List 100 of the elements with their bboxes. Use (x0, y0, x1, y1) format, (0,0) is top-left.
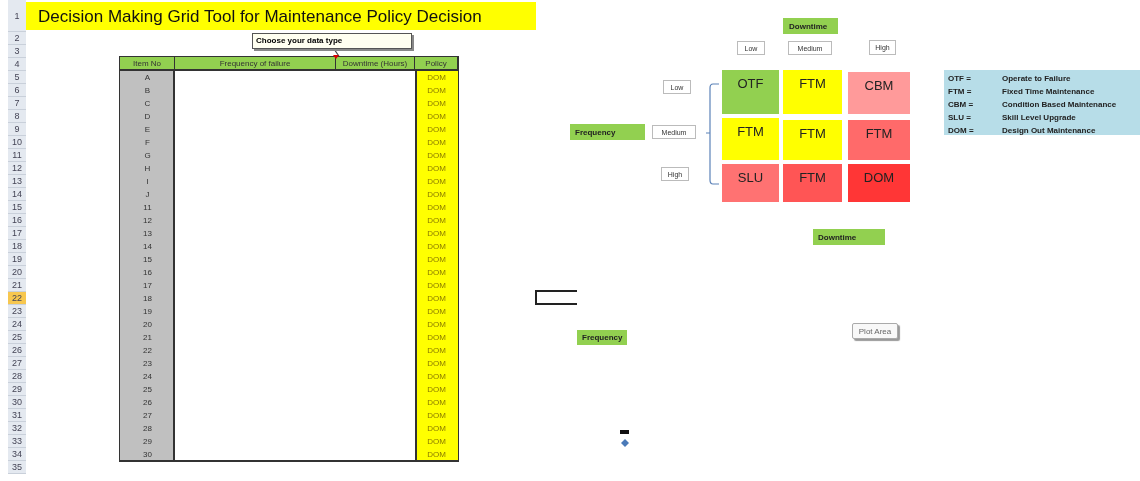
item-cell-text: 15 (142, 254, 153, 266)
policy-cell-text: DOM (426, 306, 447, 318)
item-cell-text: 11 (142, 202, 153, 214)
row-number: 24 (8, 318, 26, 331)
item-cell-text: F (144, 137, 151, 149)
row-number: 22 (8, 292, 26, 305)
item-cell-text: 25 (142, 384, 153, 396)
item-cell-text: D (143, 111, 152, 123)
comment-indicator (333, 55, 339, 59)
policy-cell-text: DOM (426, 449, 447, 461)
row-number: 7 (8, 97, 26, 110)
policy-cell-text: DOM (426, 111, 447, 123)
row-number: 34 (8, 448, 26, 461)
item-cell-text: 18 (142, 293, 153, 305)
policy-cell-text: DOM (426, 85, 447, 97)
row-number: 28 (8, 370, 26, 383)
item-cell-text: C (143, 98, 152, 110)
item-cell-text: I (145, 176, 150, 188)
row-number: 20 (8, 266, 26, 279)
row-number: 4 (8, 58, 26, 71)
key-description: Condition Based Maintenance (1002, 99, 1118, 111)
row-number: 5 (8, 71, 26, 84)
policy-cell-text: DOM (426, 228, 447, 240)
item-cell-text: 27 (142, 410, 153, 422)
item-cell-text: H (143, 163, 152, 175)
policy-cell-text: DOM (426, 423, 447, 435)
policy-cell-text: DOM (426, 98, 447, 110)
grid-cell: FTM (783, 70, 842, 114)
policy-cell-text: DOM (426, 215, 447, 227)
policy-cell-text: DOM (426, 267, 447, 279)
grid-cell: FTM (848, 120, 910, 160)
policy-cell-text: DOM (426, 319, 447, 331)
item-cell-text: 12 (142, 215, 153, 227)
row-number: 33 (8, 435, 26, 448)
row-number: 25 (8, 331, 26, 344)
policy-cell-text: DOM (426, 137, 447, 149)
key-description: Design Out Maintenance (1002, 125, 1097, 137)
policy-cell-text: DOM (426, 241, 447, 253)
item-cell-text: G (143, 150, 152, 162)
policy-cell-text: DOM (426, 293, 447, 305)
key-code: CBM = (948, 99, 975, 111)
item-cell-text: 28 (142, 423, 153, 435)
row-number: 2 (8, 32, 26, 45)
row-number: 23 (8, 305, 26, 318)
grid-cell: FTM (783, 120, 842, 160)
row-number: 12 (8, 162, 26, 175)
row-number: 6 (8, 84, 26, 97)
key-description: Skill Level Upgrade (1002, 112, 1077, 124)
row-number: 10 (8, 136, 26, 149)
policy-cell-text: DOM (426, 280, 447, 292)
row-number: 14 (8, 188, 26, 201)
axis-title-box: Frequency (570, 124, 645, 140)
column-header: Downtime (Hours) (336, 57, 415, 71)
grid-cell: FTM (722, 118, 779, 160)
title: Decision Making Grid Tool for Maintenance Policy Decision (26, 2, 536, 30)
row-number: 18 (8, 240, 26, 253)
row-number: 16 (8, 214, 26, 227)
item-cell-text: A (143, 72, 152, 84)
grid-cell: SLU (722, 164, 779, 202)
policy-cell-text: DOM (426, 436, 447, 448)
policy-cell-text: DOM (426, 358, 447, 370)
policy-cell-text: DOM (426, 332, 447, 344)
row-number: 29 (8, 383, 26, 396)
item-cell-text: E (143, 124, 152, 136)
row-number: 35 (8, 461, 26, 474)
item-cell-text: 20 (142, 319, 153, 331)
policy-cell-text: DOM (426, 189, 447, 201)
item-cell-text: B (143, 85, 152, 97)
row-number: 3 (8, 45, 26, 58)
callout-box: Choose your data type (252, 33, 412, 49)
policy-cell-text: DOM (426, 345, 447, 357)
item-cell-text: 16 (142, 267, 153, 279)
key-code: DOM = (948, 125, 975, 137)
policy-cell-text: DOM (426, 371, 447, 383)
grid-cell: OTF (722, 70, 779, 114)
row-number: 19 (8, 253, 26, 266)
key-box (944, 70, 1140, 135)
policy-cell-text: DOM (426, 163, 447, 175)
axis-title-box: Downtime (813, 229, 885, 245)
item-cell-text: J (144, 189, 151, 201)
item-cell-text: 19 (142, 306, 153, 318)
row-number: 13 (8, 175, 26, 188)
row-number: 8 (8, 110, 26, 123)
grid-cell: DOM (848, 164, 910, 202)
tooltip: Plot Area (852, 323, 898, 339)
row-number: 31 (8, 409, 26, 422)
row-number: 1 (8, 0, 26, 32)
row-number: 11 (8, 149, 26, 162)
policy-cell-text: DOM (426, 176, 447, 188)
row-number: 26 (8, 344, 26, 357)
row-number: 15 (8, 201, 26, 214)
item-cell-text: 29 (142, 436, 153, 448)
item-cell-text: 14 (142, 241, 153, 253)
policy-cell-text: DOM (426, 254, 447, 266)
item-cell-text: 22 (142, 345, 153, 357)
item-cell-text: 24 (142, 371, 153, 383)
row-number: 32 (8, 422, 26, 435)
grid-cell: FTM (783, 164, 842, 202)
policy-cell-text: DOM (426, 397, 447, 409)
row-number: 9 (8, 123, 26, 136)
